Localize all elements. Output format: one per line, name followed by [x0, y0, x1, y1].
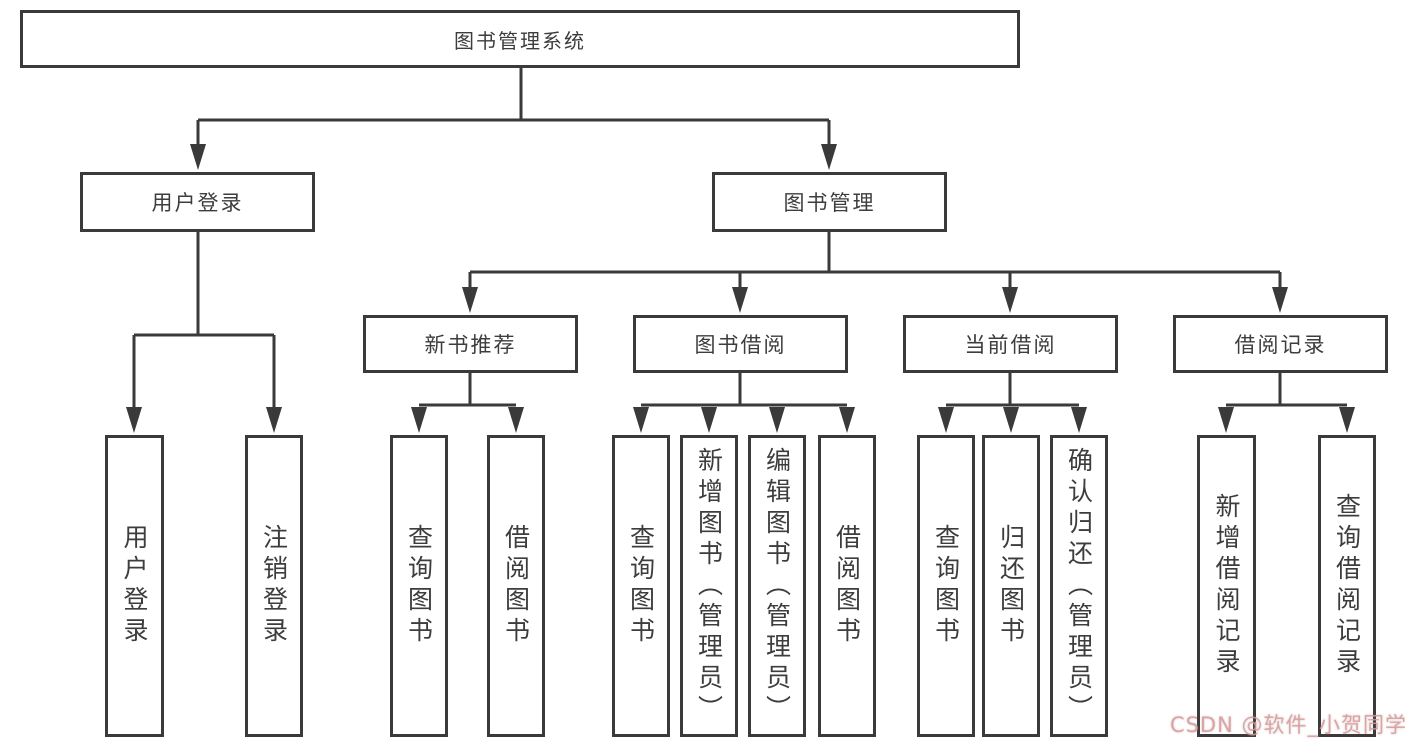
node-label: 查询图书: [626, 524, 656, 648]
arrowhead: [821, 144, 837, 170]
node-label: 查询借阅记录: [1332, 493, 1362, 679]
node-query-borrow-record: 查询借阅记录: [1318, 435, 1376, 737]
node-label: 编辑图书（管理员）: [762, 446, 792, 726]
node-label: 查询图书: [931, 524, 961, 648]
node-label: 确认归还（管理员）: [1064, 446, 1094, 726]
node-query-books-recommend: 查询图书: [390, 435, 448, 737]
arrowhead: [126, 407, 142, 433]
arrowhead: [1339, 407, 1355, 433]
node-user-login-leaf: 用户登录: [105, 435, 164, 737]
arrowhead: [508, 407, 524, 433]
node-add-books-admin: 新增图书（管理员）: [680, 435, 738, 737]
node-library-management-system: 图书管理系统: [20, 10, 1020, 68]
node-user-login: 用户登录: [80, 172, 315, 232]
node-logout: 注销登录: [245, 435, 303, 737]
node-label: 新增图书（管理员）: [694, 446, 724, 726]
node-label: 查询图书: [404, 524, 434, 648]
node-edit-books-admin: 编辑图书（管理员）: [748, 435, 806, 737]
arrowhead: [1218, 407, 1234, 433]
node-label: 借阅图书: [832, 524, 862, 648]
node-label: 新增借阅记录: [1212, 493, 1241, 679]
arrowhead: [266, 407, 282, 433]
node-query-books-borrow: 查询图书: [612, 435, 670, 737]
node-label: 新书推荐: [424, 333, 517, 357]
node-label: 注销登录: [259, 524, 289, 648]
arrowhead: [1071, 407, 1087, 433]
node-book-management: 图书管理: [712, 172, 947, 232]
arrowhead: [190, 144, 206, 170]
arrowhead: [1272, 287, 1288, 313]
node-label: 图书借阅: [694, 333, 787, 357]
node-label: 归还图书: [996, 524, 1026, 648]
node-label: 图书管理系统: [454, 28, 586, 53]
node-label: 用户登录: [120, 524, 149, 648]
arrowhead: [411, 407, 427, 433]
arrowhead: [732, 287, 748, 313]
node-current-borrowing: 当前借阅: [903, 315, 1118, 373]
node-new-book-recommendation: 新书推荐: [363, 315, 578, 373]
arrowhead: [938, 407, 954, 433]
node-return-books: 归还图书: [982, 435, 1040, 737]
node-label: 图书管理: [783, 191, 876, 215]
arrowhead: [839, 407, 855, 433]
node-add-borrow-record: 新增借阅记录: [1197, 435, 1256, 737]
node-book-borrowing: 图书借阅: [633, 315, 848, 373]
arrowhead: [701, 407, 717, 433]
node-query-books-current: 查询图书: [917, 435, 975, 737]
node-borrow-books-leaf: 借阅图书: [818, 435, 876, 737]
arrowhead: [1002, 287, 1018, 313]
node-confirm-return-admin: 确认归还（管理员）: [1050, 435, 1108, 737]
node-label: 用户登录: [151, 191, 244, 215]
arrowhead: [633, 407, 649, 433]
node-borrowing-records: 借阅记录: [1173, 315, 1388, 373]
node-borrow-books-recommend: 借阅图书: [487, 435, 545, 737]
arrowhead: [769, 407, 785, 433]
node-label: 借阅记录: [1234, 333, 1327, 357]
arrowhead: [462, 287, 478, 313]
arrowhead: [1003, 407, 1019, 433]
node-label: 当前借阅: [964, 333, 1057, 357]
node-label: 借阅图书: [501, 524, 531, 648]
